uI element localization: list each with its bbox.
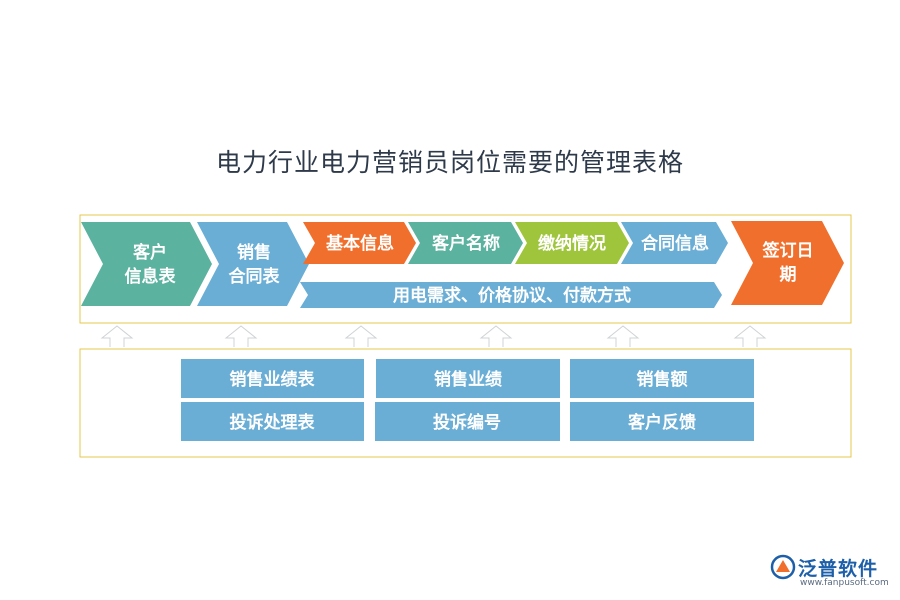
up-arrow-2 xyxy=(224,325,258,347)
page-title: 电力行业电力营销员岗位需要的管理表格 xyxy=(215,148,684,177)
chevron-customer-info-line1: 客户 xyxy=(132,242,167,263)
up-arrow-3 xyxy=(344,325,378,347)
box-sales-amount-label: 销售额 xyxy=(637,369,688,390)
requirements-bar xyxy=(300,282,722,308)
chevron-sign-date-line1: 签订日 xyxy=(762,240,814,261)
up-arrow-5 xyxy=(606,325,640,347)
bottom-frame xyxy=(79,348,852,458)
box-sales-amount xyxy=(570,359,754,398)
box-sales-performance-table xyxy=(181,359,364,398)
chevron-sign-date-line2: 期 xyxy=(780,265,797,285)
box-sales-performance-label: 销售业绩 xyxy=(434,369,502,390)
step-contract-info-label: 合同信息 xyxy=(641,233,709,254)
top-frame xyxy=(79,214,852,324)
chevron-customer-info xyxy=(81,222,212,306)
box-complaint-number-label: 投诉编号 xyxy=(433,412,501,433)
step-customer-name-label: 客户名称 xyxy=(431,233,500,254)
logo-url: www.fanpusoft.com xyxy=(800,578,889,588)
box-customer-feedback xyxy=(570,402,754,441)
step-payment-status xyxy=(515,222,629,264)
chevron-sales-contract-line1: 销售 xyxy=(237,242,271,263)
up-arrow-6 xyxy=(733,325,767,347)
box-complaint-number xyxy=(375,402,560,441)
logo-icon xyxy=(770,554,796,580)
box-complaint-handling-table xyxy=(181,402,364,441)
logo-name: 泛普软件 xyxy=(798,558,879,580)
box-sales-performance xyxy=(376,359,560,398)
step-basic-info-label: 基本信息 xyxy=(325,233,394,254)
box-customer-feedback-label: 客户反馈 xyxy=(627,412,696,433)
brand-logo: 泛普软件 www.fanpusoft.com xyxy=(770,552,895,594)
box-sales-performance-table-label: 销售业绩表 xyxy=(230,369,316,390)
chevron-customer-info-line2: 信息表 xyxy=(125,266,177,287)
step-payment-status-label: 缴纳情况 xyxy=(538,233,606,254)
chevron-sign-date xyxy=(731,221,844,305)
step-basic-info xyxy=(303,222,416,264)
requirements-bar-label: 用电需求、价格协议、付款方式 xyxy=(393,285,631,306)
chevron-sales-contract xyxy=(197,222,309,306)
step-customer-name xyxy=(408,222,523,264)
step-contract-info xyxy=(621,222,728,264)
connector-arrows xyxy=(100,325,767,347)
up-arrow-4 xyxy=(479,325,513,347)
chevron-sales-contract-line2: 合同表 xyxy=(229,266,281,287)
box-complaint-handling-table-label: 投诉处理表 xyxy=(230,412,316,433)
up-arrow-1 xyxy=(100,325,134,347)
